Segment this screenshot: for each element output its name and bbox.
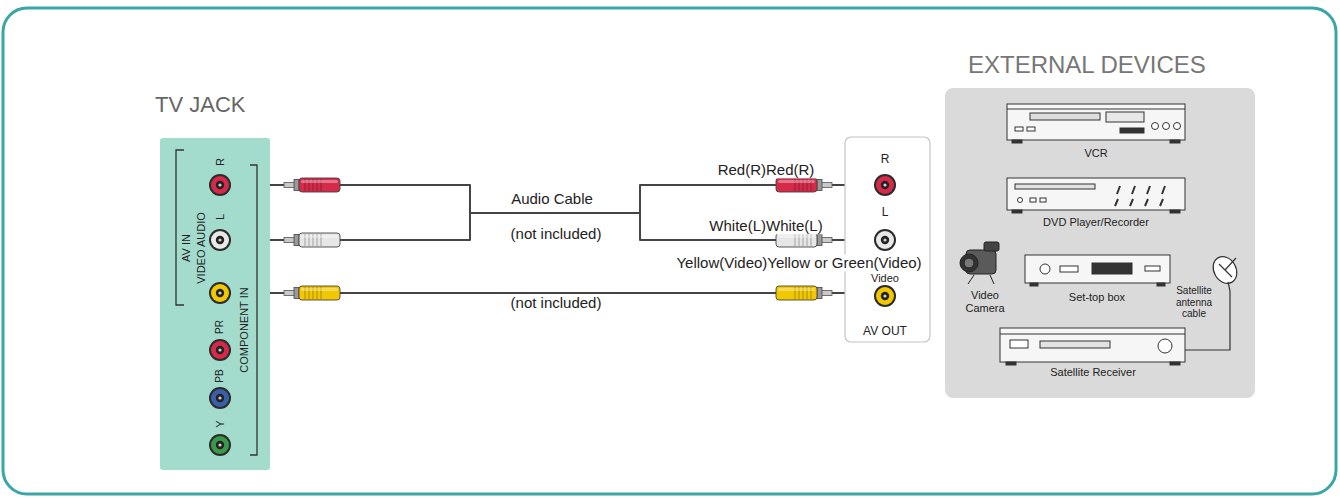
device-label: Set-top box	[1069, 291, 1125, 304]
outer-frame	[3, 8, 1336, 494]
cable-note: (not included)	[511, 294, 602, 311]
group-label: COMPONENT IN	[238, 287, 251, 372]
camera-drawing	[960, 242, 999, 284]
jack-label: R	[881, 153, 890, 167]
bracket	[250, 165, 257, 455]
group-label: VIDEO AUDIO	[195, 212, 208, 284]
jack-label: L	[882, 206, 889, 220]
vcr-drawing	[1007, 104, 1185, 143]
red-plug	[776, 178, 832, 192]
av-out-panel-fill	[845, 137, 930, 342]
yellow-plug	[284, 286, 340, 300]
red-plug	[284, 178, 340, 192]
jack-panel-fill	[160, 138, 270, 470]
satellite-dish	[1208, 252, 1241, 291]
cable-line	[270, 185, 845, 213]
device-label: Satellite Receiver	[1050, 366, 1136, 379]
group-label: AV IN	[180, 234, 193, 262]
device-label: DVD Player/Recorder	[1043, 216, 1149, 229]
device-panel: VCR DVD Player/RecorderVideo Camera Set-to…	[945, 88, 1255, 398]
device-panel-fill	[945, 88, 1255, 398]
cable-label: Audio Cable	[511, 190, 593, 207]
panel-heading: TV JACK	[155, 92, 245, 117]
device: VCR	[1005, 100, 1187, 162]
cable-label: Red(R)Red(R)	[716, 161, 817, 178]
yellow-jack	[874, 285, 896, 307]
av-out-panel: R L Video AV OUT	[845, 137, 930, 342]
device: DVD Player/Recorder	[1005, 172, 1187, 230]
jack-label: L	[214, 214, 227, 220]
jack-label: Y	[214, 420, 227, 427]
device: Satellite Receiver	[998, 322, 1188, 380]
cable-line	[270, 292, 845, 294]
cable-label: Yellow(Video)Yellow or Green(Video)	[674, 254, 923, 271]
bracket	[176, 150, 184, 305]
device: Video Camera	[952, 238, 1018, 318]
y-jack	[209, 434, 231, 456]
yellow-jack	[209, 282, 231, 304]
device-label: Video Camera	[956, 289, 1014, 314]
red-jack	[874, 174, 896, 196]
jack-label: PR	[214, 320, 226, 334]
yellow-plug	[776, 286, 832, 300]
white-plug	[776, 233, 832, 247]
cable-note: (not included)	[511, 225, 602, 242]
device-label: VCR	[1084, 147, 1107, 160]
panel-label: AV OUT	[863, 325, 907, 339]
cable-label: Satellite antenna cable	[1171, 285, 1217, 320]
jack-label: Video	[871, 272, 899, 285]
pr-jack	[209, 339, 231, 361]
dvd-drawing	[1007, 178, 1185, 213]
jack-panel: TV JACKRLAV INVIDEO AUDIOPRPBYCOMPONENT …	[160, 138, 270, 470]
receiver-drawing	[1000, 328, 1185, 365]
panel-heading: EXTERNAL DEVICES	[968, 51, 1206, 79]
white-plug	[284, 233, 340, 247]
set-top-box-drawing	[1025, 255, 1170, 286]
white-jack	[874, 229, 896, 251]
jack-label: R	[214, 158, 227, 166]
white-jack	[209, 229, 231, 251]
pb-jack	[209, 387, 231, 409]
jack-label: PB	[214, 369, 226, 382]
cable-label: White(L)White(L)	[707, 217, 824, 234]
device: Set-top box	[1022, 248, 1172, 306]
red-jack	[209, 174, 231, 196]
